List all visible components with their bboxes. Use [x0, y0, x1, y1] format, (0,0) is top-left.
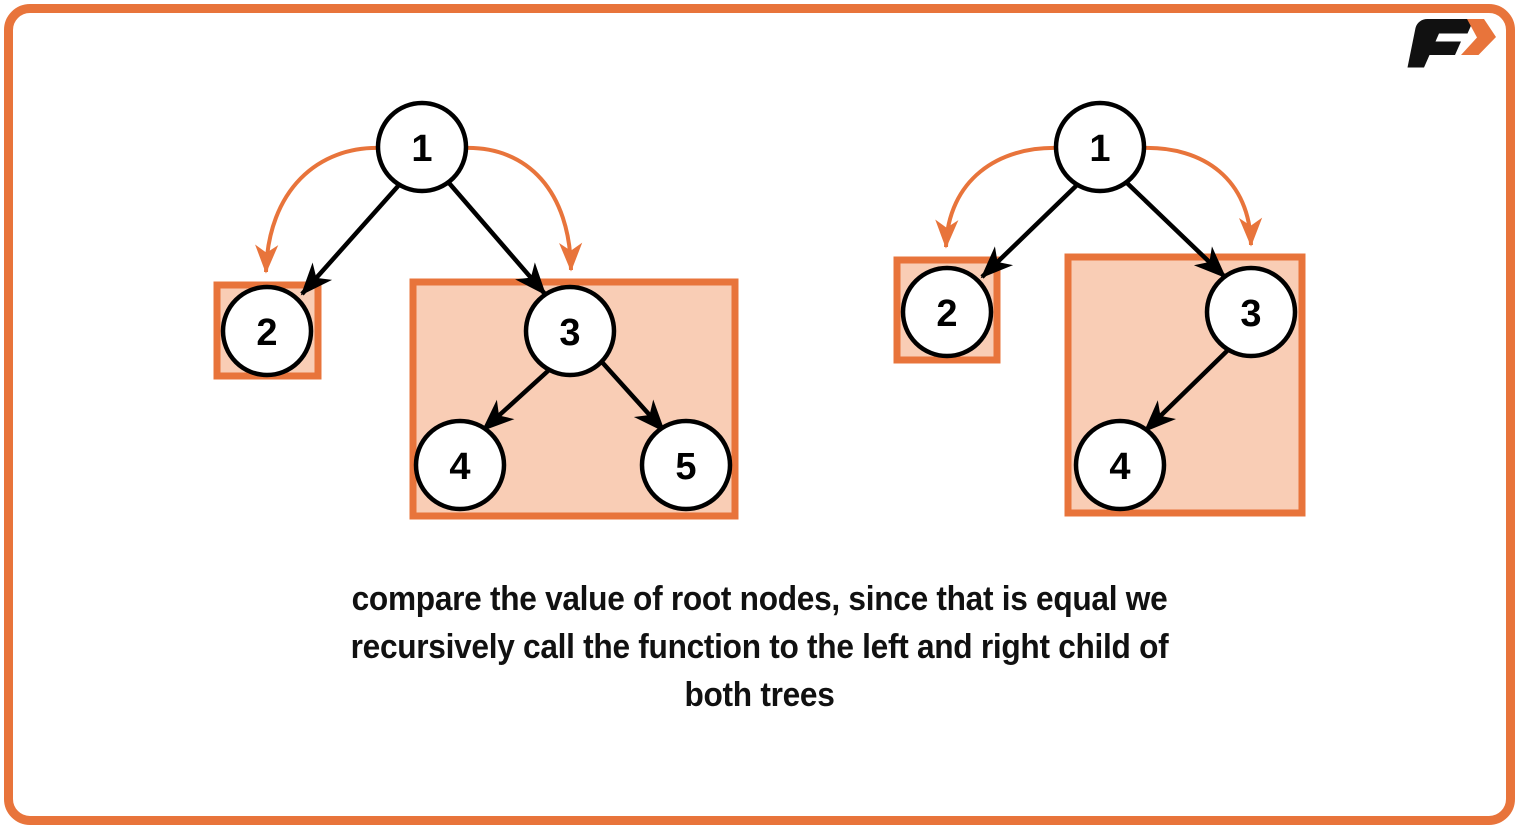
- left-tree-node-4: 4: [413, 418, 507, 512]
- left-tree-node-3: 3: [523, 284, 617, 378]
- left-tree-right-recursion-arrow: [463, 145, 583, 272]
- right-tree-node-1: 1: [1053, 100, 1147, 194]
- left-tree-edge-3-4: [481, 368, 551, 432]
- left-tree-left-recursion-arrow: [255, 145, 382, 274]
- left-tree-group: 1 2 3 4 5: [213, 100, 739, 520]
- left-tree-node-2: 2: [220, 284, 314, 378]
- node-label: 5: [675, 446, 696, 488]
- logo-f-glyph: [1407, 19, 1474, 68]
- node-label: 2: [936, 293, 957, 335]
- left-tree-edge-1-2: [300, 183, 401, 296]
- logo-chevron-icon: [1461, 19, 1496, 55]
- caption-line-2: recursively call the function to the lef…: [350, 628, 1169, 666]
- left-tree-edge-1-3: [447, 181, 547, 296]
- right-tree-left-recursion-arrow: [935, 145, 1060, 249]
- caption-line-1: compare the value of root nodes, since t…: [351, 580, 1168, 618]
- caption-text: compare the value of root nodes, since t…: [53, 575, 1466, 719]
- node-label: 3: [559, 312, 580, 354]
- left-tree-node-5: 5: [639, 418, 733, 512]
- node-label: 1: [1089, 128, 1110, 170]
- f-arrow-logo: [1407, 19, 1496, 68]
- node-label: 4: [1109, 446, 1130, 488]
- right-tree-edge-1-2: [980, 183, 1079, 279]
- right-tree-right-recursion-arrow: [1141, 145, 1263, 247]
- right-tree-node-4: 4: [1073, 418, 1167, 512]
- left-tree-node-1: 1: [375, 100, 469, 194]
- right-tree-edge-3-4: [1143, 348, 1230, 433]
- right-tree-node-3: 3: [1204, 265, 1298, 359]
- left-tree-edge-3-5: [599, 359, 666, 433]
- caption-line-3: both trees: [684, 676, 835, 714]
- node-label: 2: [256, 312, 277, 354]
- node-label: 3: [1240, 293, 1261, 335]
- right-tree-group: 1 2 3 4: [893, 100, 1306, 517]
- node-label: 4: [449, 446, 470, 488]
- node-label: 1: [411, 128, 432, 170]
- right-tree-node-2: 2: [900, 265, 994, 359]
- right-tree-edge-1-3: [1125, 181, 1227, 279]
